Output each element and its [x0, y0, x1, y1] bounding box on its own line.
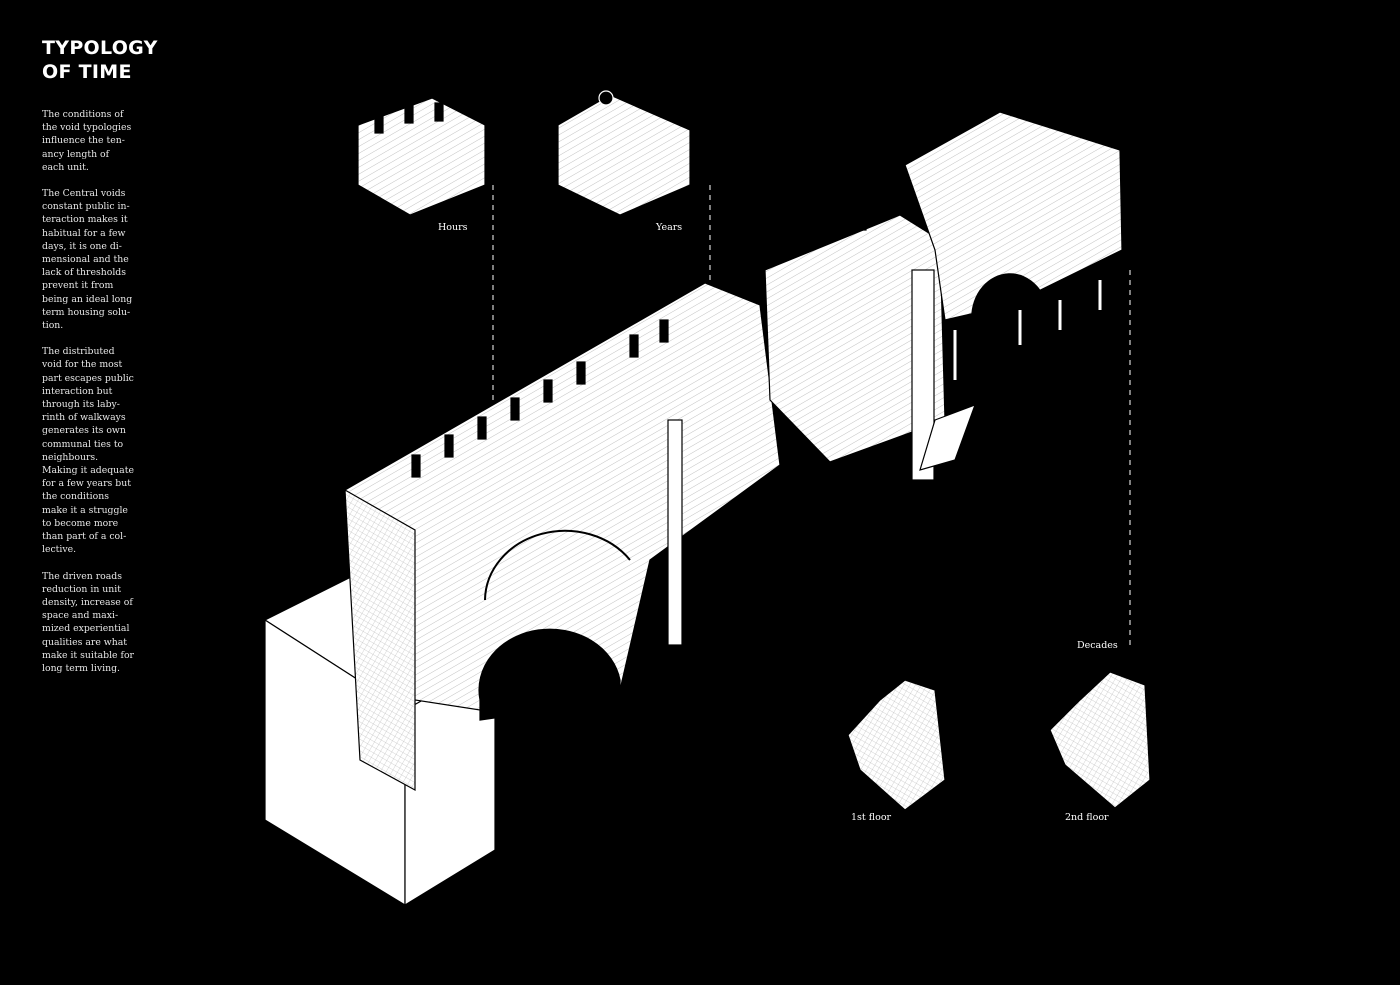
hours-unit [357, 97, 486, 216]
label-second-floor: 2nd floor [1065, 812, 1109, 823]
central-void-block [344, 282, 781, 792]
description-text: The conditions of the void typologies in… [42, 108, 142, 688]
label-years: Years [656, 222, 683, 233]
second-floor-unit [1049, 671, 1151, 809]
paragraph-distributed-void: The distributed void for the most part e… [42, 346, 134, 556]
leader-lines [492, 185, 1131, 650]
paragraph-driven-roads: The driven roads reduction in unit densi… [42, 570, 134, 674]
label-first-floor: 1st floor [851, 812, 892, 823]
label-hours: Hours [438, 222, 468, 233]
first-floor-unit [847, 679, 946, 811]
years-unit [557, 90, 691, 216]
distributed-void-block [764, 211, 977, 481]
driven-roads-block [904, 111, 1123, 380]
label-decades: Decades [1077, 640, 1118, 651]
paragraph-central-voids: The Central voids constant public in- te… [42, 188, 133, 332]
page-title: TYPOLOGY OF TIME [42, 37, 158, 83]
paragraph-intro: The conditions of the void typologies in… [42, 109, 132, 173]
